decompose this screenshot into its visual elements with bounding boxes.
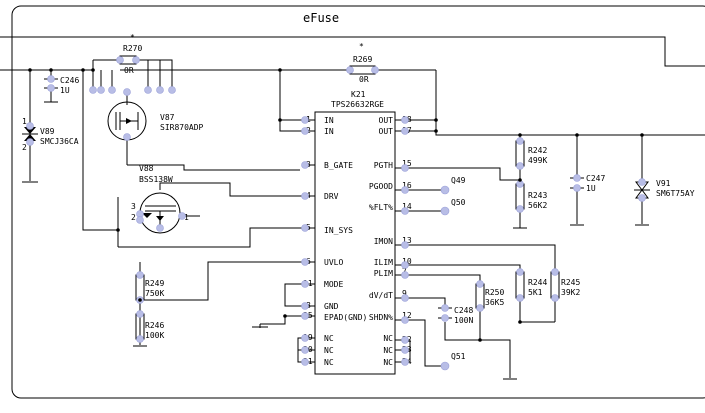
r249-ref: R249: [145, 279, 164, 288]
v88-pin2: 2: [131, 213, 136, 222]
v91-value: SM6T75AY: [656, 189, 695, 198]
v88-pin3: 3: [131, 202, 136, 211]
pin-label: dV/dT: [369, 291, 393, 300]
c246-value: 1U: [60, 86, 70, 95]
r246-value: 100K: [145, 331, 164, 340]
r245-ref: R245: [561, 278, 580, 287]
c248-ref: C248: [454, 306, 473, 315]
pin-label: NC: [324, 358, 334, 367]
pin-num: 14: [402, 202, 412, 211]
r249-value: 750K: [145, 289, 164, 298]
q49-ref: Q49: [451, 176, 466, 185]
r270-value: 0R: [124, 66, 134, 75]
r250-value: 36K5: [485, 298, 504, 307]
pin-label: ILIM: [374, 258, 393, 267]
pin-label: DRV: [324, 192, 339, 201]
pin-label: NC: [324, 346, 334, 355]
pin-num: 12: [402, 311, 412, 320]
pin-num: 13: [402, 236, 412, 245]
v88-ref: V88: [139, 164, 154, 173]
wires: [0, 36, 705, 378]
r269-ref: R269: [353, 55, 372, 64]
pin-label: IN: [324, 116, 334, 125]
pin-label: NC: [383, 346, 393, 355]
pin-label: PLIM: [374, 269, 393, 278]
resistor-r242[interactable]: R242 499K: [515, 140, 547, 167]
v88-pin1: 1: [184, 213, 189, 222]
resistor-r269[interactable]: * R269 0R: [349, 42, 376, 84]
r246-ref: R246: [145, 321, 164, 330]
v89-value: SMCJ36CA: [40, 137, 79, 146]
ic-part: TPS26632RGE: [331, 100, 384, 109]
testpoint-q51[interactable]: Q51: [440, 352, 466, 371]
r244-ref: R244: [528, 278, 547, 287]
q50-ref: Q50: [451, 198, 466, 207]
pin-label: B_GATE: [324, 161, 353, 170]
ground-symbols: [22, 101, 649, 380]
v87-value: SIR870ADP: [160, 123, 204, 132]
mosfet-v87[interactable]: V87 SIR870ADP: [107, 101, 204, 141]
r269-mark: *: [359, 42, 364, 51]
r244-value: 5K1: [528, 288, 543, 297]
pin-dots: [26, 56, 646, 366]
r243-value: 56K2: [528, 201, 547, 210]
v89-pin2: 2: [22, 143, 27, 152]
v91-ref: V91: [656, 179, 671, 188]
c247-value: 1U: [586, 184, 596, 193]
pin-label: NC: [383, 334, 393, 343]
ic-k21[interactable]: K21 TPS26632RGE 1 2 3 4 5 6 11 8 25 19: [303, 90, 412, 375]
c246-ref: C246: [60, 76, 79, 85]
pin-label: PGTH: [374, 161, 393, 170]
pin-label: OUT: [379, 116, 394, 125]
v88-value: BSS138W: [139, 175, 173, 184]
v89-pin1: 1: [22, 117, 27, 126]
pin-label: %FLT%: [369, 203, 393, 212]
pin-label: NC: [324, 334, 334, 343]
resistor-r245[interactable]: R245 39K2: [550, 271, 580, 299]
pin-num: 9: [402, 289, 407, 298]
ic-left-pins: 1 2 3 4 5 6 11 8 25 19 20 21 IN IN B_GAT…: [303, 115, 367, 367]
pin-label: GND: [324, 302, 339, 311]
r243-ref: R243: [528, 191, 547, 200]
junctions: [28, 68, 644, 342]
pin-label: PGOOD: [369, 182, 393, 191]
v87-ref: V87: [160, 113, 175, 122]
pin-num: 16: [402, 181, 412, 190]
v89-ref: V89: [40, 127, 55, 136]
pin-num: 15: [402, 159, 412, 168]
pin-label: SHDN%: [369, 313, 393, 322]
resistor-r244[interactable]: R244 5K1: [515, 271, 547, 299]
ic-ref: K21: [351, 90, 366, 99]
ic-body: [314, 111, 396, 375]
pin-label: UVLO: [324, 258, 343, 267]
c248-value: 100N: [454, 316, 473, 325]
q51-ref: Q51: [451, 352, 466, 361]
pin-label: OUT: [379, 127, 394, 136]
sheet-title: eFuse: [303, 11, 339, 25]
sheet-border: [11, 5, 705, 399]
r270-mark: *: [130, 33, 135, 42]
pin-label: NC: [383, 358, 393, 367]
pin-num: 10: [402, 257, 412, 266]
ic-right-pins: 18 17 15 16 14 13 10 7 9 12 22 23 24 OUT…: [369, 115, 412, 367]
pin-label: IMON: [374, 237, 393, 246]
testpoint-q50[interactable]: Q50: [440, 198, 466, 216]
r270-ref: R270: [123, 44, 142, 53]
pin-label: MODE: [324, 280, 343, 289]
r245-value: 39K2: [561, 288, 580, 297]
r242-ref: R242: [528, 146, 547, 155]
pin-label: EPAD(GND): [324, 313, 367, 322]
pin-label: IN_SYS: [324, 226, 353, 235]
r250-ref: R250: [485, 288, 504, 297]
testpoint-q49[interactable]: Q49: [440, 176, 466, 195]
c247-ref: C247: [586, 174, 605, 183]
r242-value: 499K: [528, 156, 547, 165]
r269-value: 0R: [359, 75, 369, 84]
tvs-diode-v89[interactable]: 1 2 V89 SMCJ36CA: [22, 117, 79, 152]
resistor-r270[interactable]: * R270 0R: [119, 33, 142, 75]
pin-label: IN: [324, 127, 334, 136]
